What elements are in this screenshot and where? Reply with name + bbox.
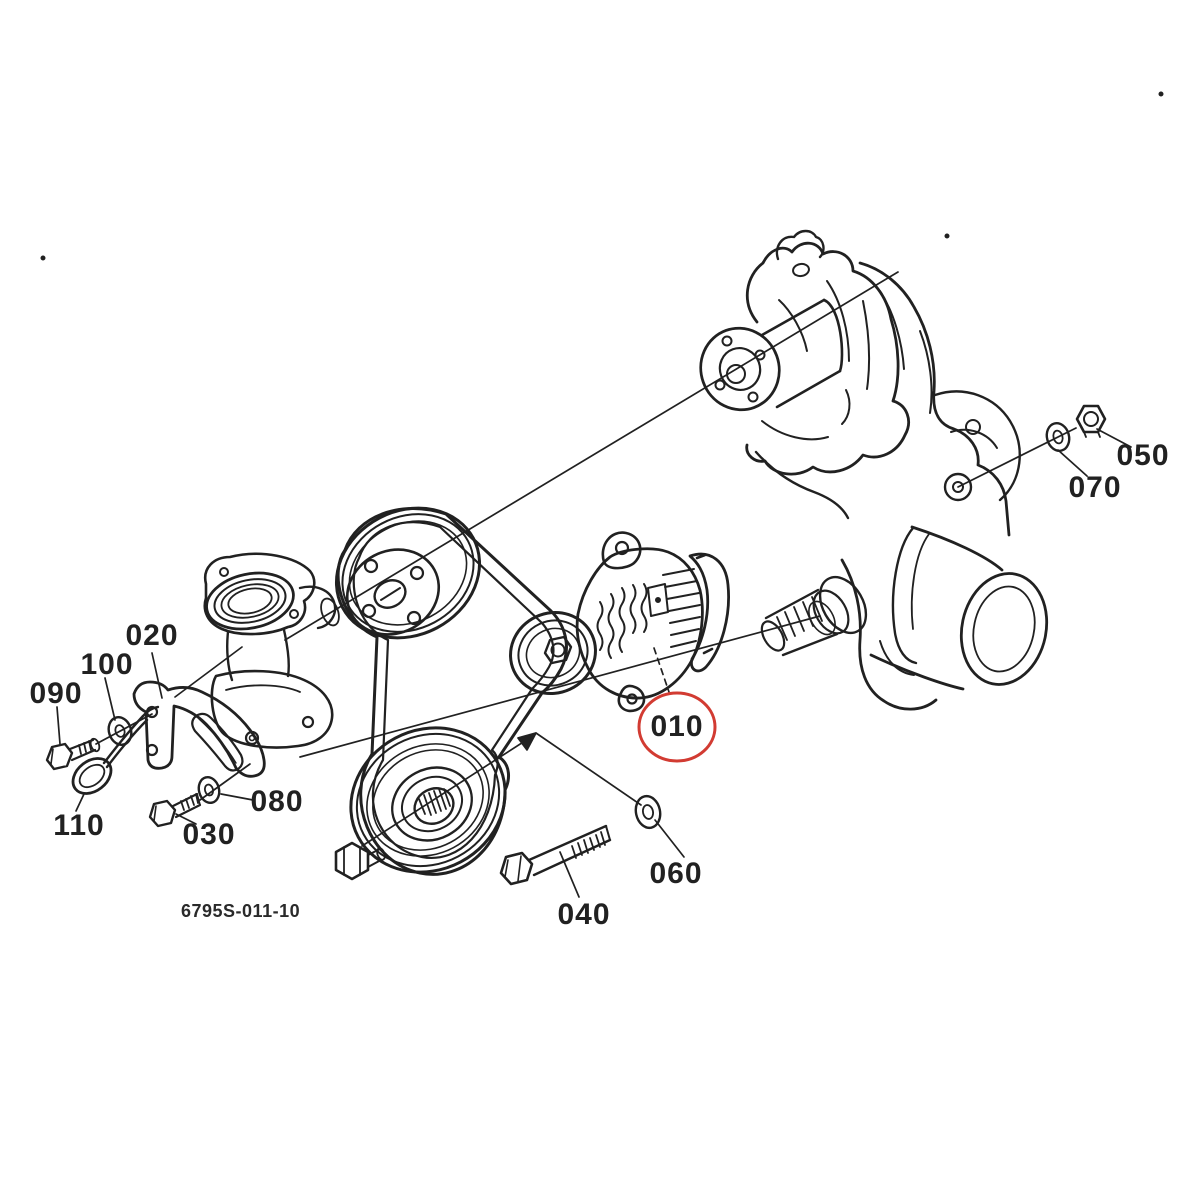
callout-010[interactable]: 010 (650, 710, 704, 743)
leader-040 (559, 851, 580, 898)
bolt-040 (499, 824, 612, 886)
alternator (509, 531, 730, 713)
axis-line-bolt030 (199, 763, 251, 801)
axis-line-bolt040 (535, 732, 642, 806)
pulley-nut (543, 635, 573, 665)
splined-shaft (760, 575, 868, 657)
leader-090 (56, 706, 61, 745)
alternator-fins (596, 568, 701, 659)
shaft-spline-hatching (776, 596, 823, 641)
belt-outer-edge (336, 507, 568, 876)
adjusting-arm (132, 680, 266, 778)
fan-pulley (334, 506, 482, 640)
ink (40, 91, 1164, 898)
washer-060 (634, 794, 662, 830)
leader-100 (104, 677, 116, 721)
pump-housing (745, 241, 910, 476)
leader-010-dashed (653, 647, 670, 693)
engine-gear-case (754, 261, 1021, 711)
callout-050[interactable]: 050 (1116, 439, 1170, 472)
pump-housing-detail (761, 262, 871, 441)
alternator-rear-bracket (688, 552, 730, 673)
washer-070 (1045, 421, 1071, 453)
pump-top-fitting (775, 229, 825, 261)
axis-line-fan-to-pump (284, 271, 899, 641)
callout-020[interactable]: 020 (125, 619, 179, 652)
callout-100[interactable]: 100 (80, 648, 134, 681)
alternator-top-lug (601, 531, 642, 570)
thermostat-housing (203, 552, 340, 749)
thermostat-bracket (210, 669, 334, 749)
leader-070 (1057, 449, 1088, 477)
callout-080[interactable]: 080 (250, 785, 304, 818)
bolt-030 (148, 792, 202, 828)
leader-060 (654, 819, 685, 858)
stud-boss (943, 472, 973, 502)
arm-slot (191, 712, 244, 772)
bolt-090 (45, 737, 101, 771)
crank-pulley-bolt (334, 841, 386, 881)
stay-ring-110 (71, 705, 160, 795)
leader-lines (56, 271, 1132, 898)
alternator-body (575, 547, 704, 700)
washer-080 (197, 775, 221, 805)
callout-070[interactable]: 070 (1068, 471, 1122, 504)
axis-line-arm-to-shaft (299, 615, 821, 758)
callout-110[interactable]: 110 (53, 809, 105, 842)
callout-090[interactable]: 090 (29, 677, 83, 710)
starter-cylinder (869, 525, 1049, 691)
alternator-foot-lug (617, 684, 646, 713)
callout-030[interactable]: 030 (182, 818, 236, 851)
leader-080 (220, 793, 254, 801)
leader-020 (151, 652, 163, 699)
axis-line-stud (957, 427, 1077, 488)
belt-inner-edge (352, 521, 555, 860)
scan-specks (40, 91, 1164, 261)
water-pump (699, 229, 910, 476)
spline-hatching (418, 788, 451, 816)
highlight-circle-010[interactable] (637, 691, 717, 763)
leader-050 (1096, 428, 1132, 448)
v-belt (336, 507, 568, 876)
callout-060[interactable]: 060 (649, 857, 703, 890)
arrowhead (517, 732, 537, 751)
drawing-number: 6795S-011-10 (181, 901, 301, 921)
crank-pulley (334, 726, 507, 881)
callout-040[interactable]: 040 (557, 898, 611, 931)
leader-110 (75, 793, 85, 812)
nut-050 (1075, 404, 1107, 438)
